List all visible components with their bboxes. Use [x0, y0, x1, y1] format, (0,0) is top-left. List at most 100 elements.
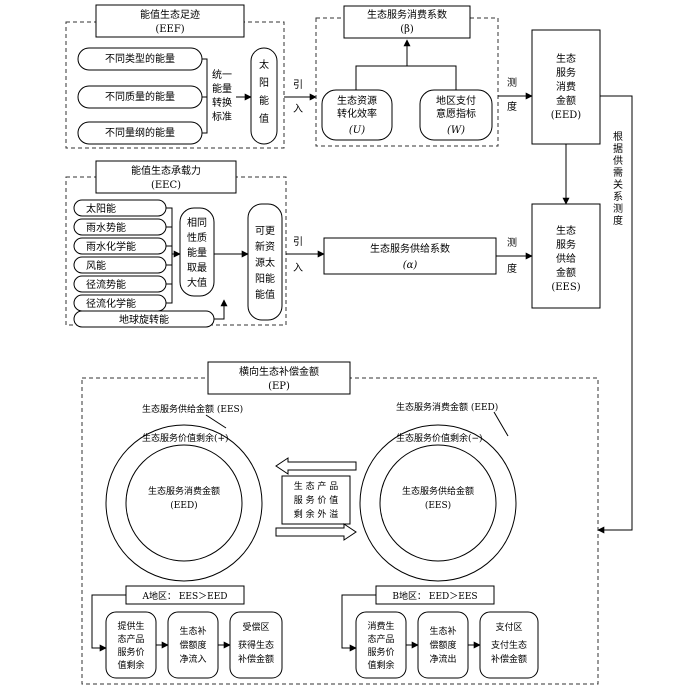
circle-b-inner-text: 生态服务供给金额	[402, 485, 474, 497]
eed-box	[531, 29, 601, 145]
region-a-step-3-text: 受偿区	[242, 621, 269, 633]
beta-right-text: 地区支付	[436, 94, 476, 107]
side-note-char: 供	[613, 154, 623, 167]
eec-renew-text: 阳能	[255, 272, 275, 285]
eef-item-label: 不同质量的能量	[105, 90, 175, 103]
alpha-title: 生态服务供给系数	[370, 242, 450, 255]
intro-label-2: 引	[293, 236, 303, 248]
ep-title-box	[207, 361, 351, 395]
intro-label-1: 引	[293, 79, 303, 91]
eec-item-label: 雨水势能	[86, 221, 126, 234]
measure-label-2: 度	[507, 262, 517, 275]
beta-left-text: (U)	[349, 125, 365, 136]
beta-right-box	[419, 89, 493, 141]
eec-renew-box	[247, 203, 283, 321]
region-a-connector	[91, 594, 126, 652]
side-note-char: 系	[613, 191, 623, 203]
overflow-text: 剩 余 外 溢	[294, 508, 339, 520]
ep-abbr: (EP)	[268, 381, 290, 392]
region-b-step-1-text: 消费生	[367, 620, 394, 632]
region-b-step-1-text: 服务价	[367, 646, 394, 658]
alpha-symbol: (α)	[403, 260, 418, 271]
eec-bottom-arrow	[214, 299, 228, 320]
ees-text: 生态	[556, 224, 576, 237]
eec-renew-text: 能值	[255, 288, 275, 301]
eef-convert-text: 标准	[212, 111, 232, 123]
eef-solar-box	[250, 47, 278, 145]
demand-supply-connector	[597, 95, 633, 534]
region-a-step-2-text: 净流入	[179, 653, 206, 665]
overflow-text: 服 务 价 值	[294, 494, 339, 506]
side-note-char: 测	[613, 202, 623, 215]
eef-convert-text: 转换	[212, 96, 232, 109]
circle-b-outer-pointer	[493, 411, 509, 437]
circle-a-inner	[125, 444, 243, 562]
eec-renew-text: 新资	[255, 240, 275, 253]
circle-b-outer	[359, 424, 517, 582]
measure-label-1: 度	[507, 100, 517, 113]
region-b-step-3-text: 支付区	[495, 621, 522, 633]
circle-a-ring-label: 生态服务价值剩余(+)	[142, 432, 229, 444]
beta-left-text: 生态资源	[337, 94, 377, 107]
side-note-char: 需	[613, 167, 623, 179]
intro-label-1: 入	[293, 104, 303, 115]
region-a-step-3-text: 补偿金额	[238, 653, 274, 665]
circle-a-outer	[105, 424, 263, 582]
circle-a-inner-text: (EED)	[170, 500, 197, 511]
side-note-char: 度	[613, 214, 623, 227]
eec-bracket	[166, 207, 173, 304]
eef-bracket	[202, 58, 208, 134]
region-b-step-1-text: 态产品	[367, 633, 394, 645]
eec-select-text: 取最	[187, 262, 207, 274]
eec-item-label: 径流势能	[86, 278, 126, 291]
hollow-arrow-left	[275, 457, 357, 475]
ep-title: 横向生态补偿金额	[239, 365, 319, 378]
eef-item-label: 不同类型的能量	[105, 52, 175, 65]
ees-text: (EES)	[551, 282, 580, 293]
eed-text: (EED)	[551, 110, 582, 121]
ees-text: 金额	[556, 266, 576, 279]
eec-bottom-item-label: 地球旋转能	[119, 313, 169, 326]
side-note-char: 根	[613, 130, 623, 143]
region-a-step-1-text: 值剩余	[117, 659, 144, 671]
region-b-step-3-text: 支付生态	[491, 639, 527, 651]
region-a-step-2-text: 偿额度	[179, 639, 206, 651]
side-note-char: 据	[613, 142, 623, 155]
region-b-step-2-text: 偿额度	[429, 639, 456, 651]
region-a-label: A地区： EES＞EED	[141, 590, 227, 602]
eec-renew-text: 源太	[255, 256, 275, 269]
eec-select-text: 大值	[187, 276, 207, 289]
region-b-step-1-text: 值剩余	[367, 659, 394, 671]
eec-renew-text: 可更	[255, 225, 275, 237]
region-b-label: B地区： EED＞EES	[392, 590, 477, 602]
region-b-connector	[341, 594, 376, 652]
region-a-step-1-text: 态产品	[117, 633, 144, 645]
region-a-step-1-text: 提供生	[117, 620, 144, 632]
region-b-step-2-text: 生态补	[429, 625, 456, 637]
beta-symbol: (β)	[400, 24, 414, 35]
beta-title-box	[343, 5, 471, 39]
eec-item-label: 风能	[86, 259, 106, 272]
region-b-step-3	[479, 611, 539, 679]
eed-text: 消费	[556, 80, 576, 93]
circle-b-ring-label: 生态服务价值剩余(−)	[396, 432, 483, 444]
circle-b-inner	[379, 444, 497, 562]
region-b-step-2-text: 净流出	[429, 653, 456, 665]
intro-label-2: 入	[293, 263, 303, 274]
beta-right-text: (W)	[447, 125, 465, 136]
region-a-step-3-text: 获得生态	[238, 639, 274, 651]
measure-label-2: 测	[507, 236, 517, 249]
ees-box	[531, 203, 601, 309]
region-a-step-3	[229, 611, 283, 679]
circle-a-inner-text: 生态服务消费金额	[148, 485, 220, 497]
eec-select-text: 性质	[187, 231, 207, 244]
eec-select-text: 能量	[187, 246, 207, 259]
eef-solar-text: 值	[259, 112, 269, 125]
region-a-step-1-text: 服务价	[117, 646, 144, 658]
hollow-arrow-right	[275, 523, 357, 541]
overflow-box	[281, 475, 351, 525]
eec-item-label: 雨水化学能	[86, 240, 136, 253]
eef-solar-text: 太	[259, 58, 269, 71]
eef-title: 能值生态足迹	[140, 8, 200, 21]
